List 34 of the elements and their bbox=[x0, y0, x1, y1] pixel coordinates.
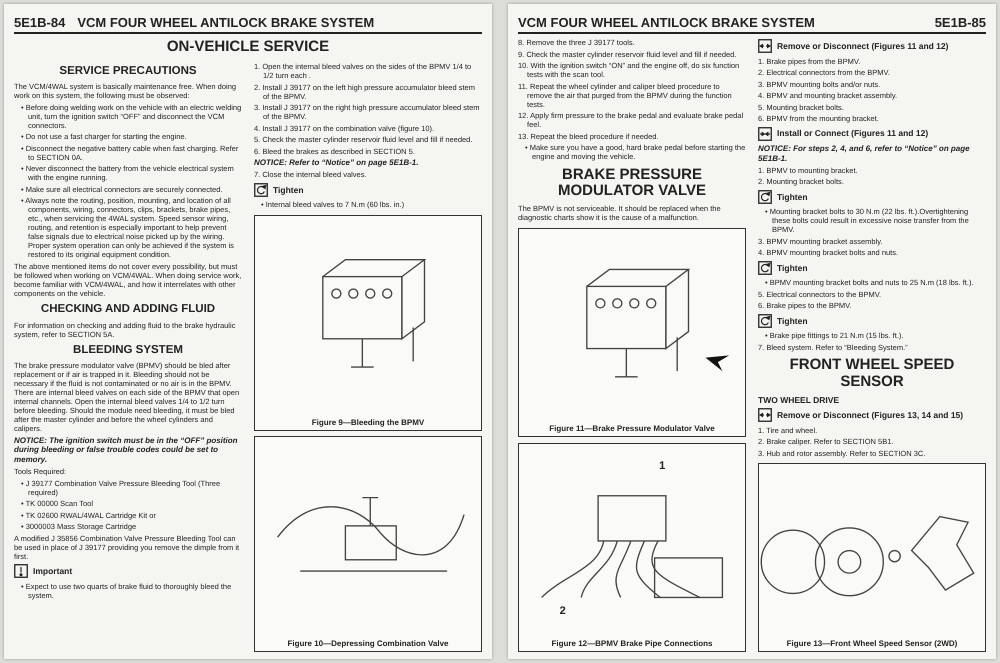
figure-caption: Figure 10—Depressing Combination Valve bbox=[286, 638, 450, 650]
section-heading: BLEEDING SYSTEM bbox=[72, 344, 184, 358]
section-heading: SERVICE PRECAUTIONS bbox=[58, 65, 198, 79]
figure-caption: Figure 11—Brake Pressure Modulator Valve bbox=[548, 423, 716, 436]
figure-box bbox=[518, 442, 746, 652]
step-heading: Remove or Disconnect (Figures 13, 14 and 15) bbox=[777, 410, 964, 420]
step-heading: Tighten bbox=[273, 184, 304, 195]
figure-caption: Figure 9—Bleeding the BPMV bbox=[310, 416, 426, 429]
figure-box bbox=[254, 436, 482, 652]
notice-text: NOTICE: The ignition switch must be in the “OFF” position during bleeding or false trouble codes could be set to memory. bbox=[14, 436, 239, 465]
figure-caption: Figure 12—BPMV Brake Pipe Connections bbox=[550, 638, 714, 650]
step-heading: Remove or Disconnect (Figures 11 and 12) bbox=[777, 40, 948, 52]
step-heading: Tighten bbox=[777, 262, 808, 273]
step-heading: Important bbox=[33, 566, 72, 576]
section-heading: FRONT WHEEL SPEED SENSOR bbox=[788, 357, 956, 390]
page-title: VCM FOUR WHEEL ANTILOCK BRAKE SYSTEM bbox=[518, 15, 815, 30]
figure-box bbox=[758, 463, 986, 652]
section-heading: ON-VEHICLE SERVICE bbox=[166, 39, 330, 56]
subheading: TWO WHEEL DRIVE bbox=[758, 394, 840, 405]
step-heading: Install or Connect (Figures 11 and 12) bbox=[777, 128, 928, 139]
page-number: 5E1B-84 bbox=[14, 15, 66, 30]
section-heading: BRAKE PRESSURE MODULATOR VALVE bbox=[556, 166, 708, 200]
figure-box bbox=[518, 228, 746, 437]
page-title: VCM FOUR WHEEL ANTILOCK BRAKE SYSTEM bbox=[77, 15, 374, 30]
notice-text: NOTICE: For steps 2, 4, and 6, refer to “Notice” on page 5E1B-1. bbox=[758, 144, 971, 164]
callout-number: 2 bbox=[560, 605, 566, 619]
section-heading: CHECKING AND ADDING FLUID bbox=[40, 303, 216, 318]
figure-box bbox=[254, 214, 482, 431]
step-heading: Tighten bbox=[777, 192, 808, 202]
step-heading: Tighten bbox=[777, 316, 808, 326]
notice-text: NOTICE: Refer to “Notice” on page 5E1B-1. bbox=[254, 158, 420, 168]
page-number: 5E1B-85 bbox=[934, 15, 986, 30]
figure-caption: Figure 13—Front Wheel Speed Sensor (2WD) bbox=[786, 638, 958, 650]
callout-number: 1 bbox=[659, 460, 666, 474]
